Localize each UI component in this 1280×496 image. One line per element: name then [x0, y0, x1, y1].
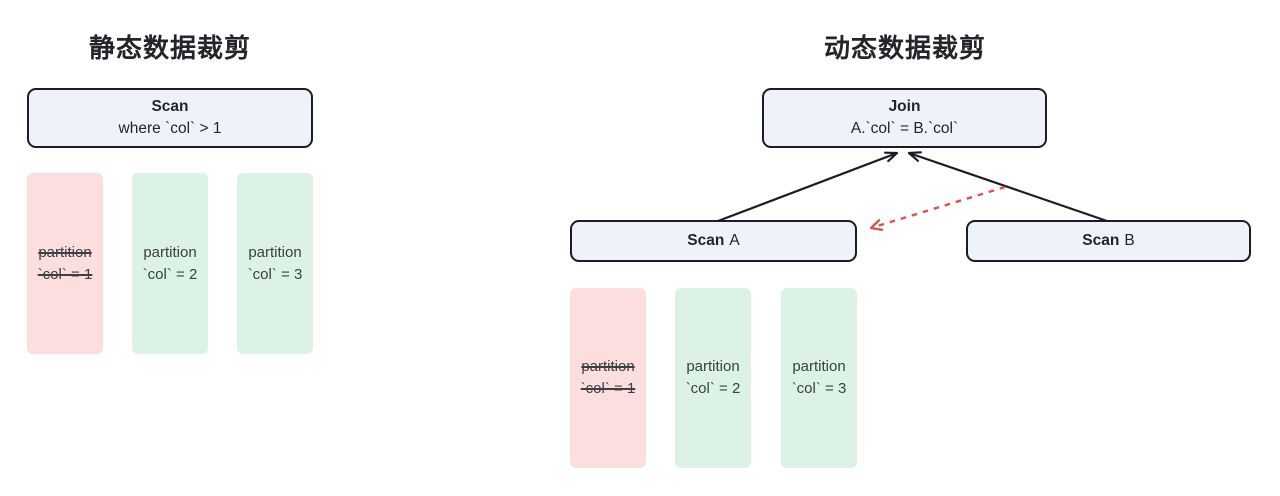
static-partition-2: partition `col` = 2 — [132, 173, 208, 354]
partition-label: partition — [792, 358, 846, 375]
scan-a-node: Scan A — [570, 220, 857, 262]
static-partition-3: partition `col` = 3 — [237, 173, 313, 354]
static-scan-node-name: Scan — [151, 98, 189, 115]
partition-label: partition — [686, 358, 740, 375]
static-scan-node: Scan where `col` > 1 — [27, 88, 313, 148]
join-node-condition: A.`col` = B.`col` — [850, 120, 959, 137]
scan-b-node: Scan B — [966, 220, 1251, 262]
partition-label: partition — [581, 358, 635, 375]
join-node-name: Join — [888, 98, 921, 115]
scan-b-node-table: B — [1124, 232, 1135, 249]
partition-condition: `col` = 3 — [791, 380, 847, 397]
partition-condition: `col` = 2 — [142, 265, 198, 283]
partition-condition: `col` = 3 — [247, 265, 303, 283]
scan-b-to-join-arrow — [907, 151, 1108, 223]
scan-a-node-name: Scan — [687, 232, 725, 249]
partition-label: partition — [248, 243, 302, 261]
partition-label: partition — [143, 243, 197, 261]
static-partition-1-pruned: partition `col` = 1 — [27, 173, 103, 354]
partition-condition: `col` = 2 — [685, 380, 741, 397]
static-scan-node-condition: where `col` > 1 — [118, 120, 222, 137]
scan-a-node-table: A — [729, 232, 740, 249]
static-pruning-title: 静态数据裁剪 — [88, 33, 251, 63]
dynamic-partition-1-pruned: partition `col` = 1 — [570, 288, 646, 468]
dynamic-pruning-title: 动态数据裁剪 — [823, 33, 986, 63]
partition-condition: `col` = 1 — [37, 265, 93, 283]
dynamic-partition-3: partition `col` = 3 — [781, 288, 857, 468]
join-node: Join A.`col` = B.`col` — [762, 88, 1047, 148]
partition-label: partition — [38, 243, 92, 261]
scan-a-to-join-arrow — [717, 151, 899, 223]
partition-condition: `col` = 1 — [580, 380, 636, 397]
dynamic-partition-2: partition `col` = 2 — [675, 288, 751, 468]
scan-b-node-name: Scan — [1082, 232, 1120, 249]
